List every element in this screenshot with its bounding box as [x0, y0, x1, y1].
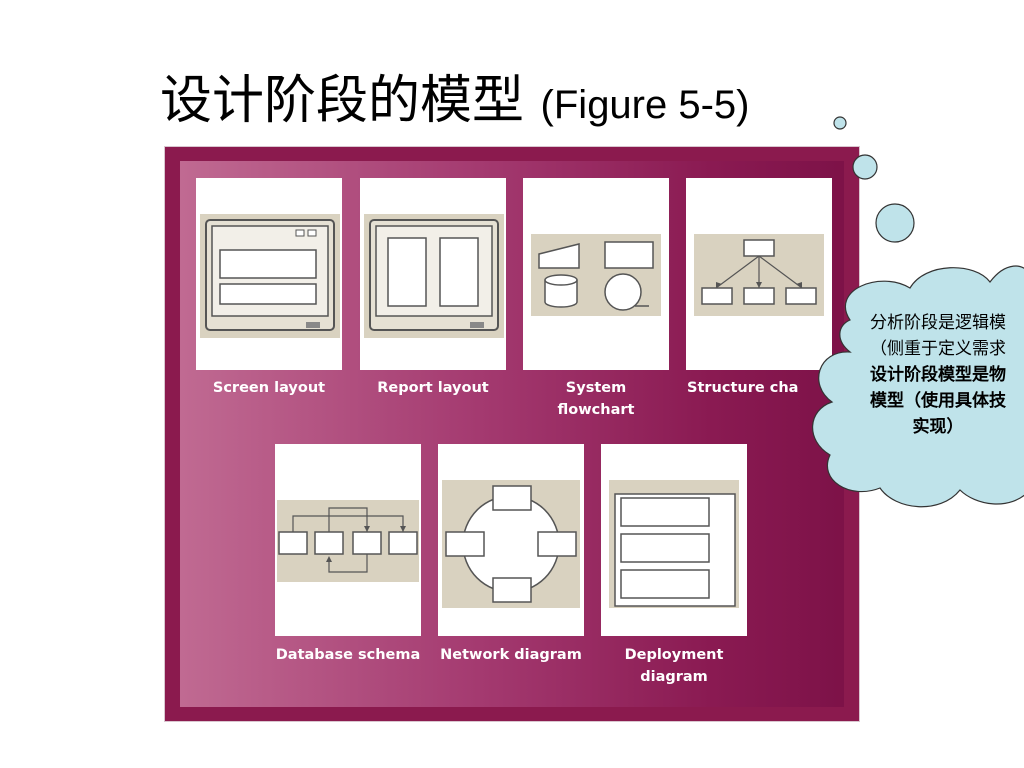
database-schema-card — [275, 444, 421, 636]
thought-bubble-cloud — [812, 265, 1024, 508]
thought-bubble-dot-small — [833, 116, 847, 130]
thought-bubble-dot-medium — [852, 154, 878, 180]
screen-layout-diagram — [200, 214, 340, 338]
database-schema-diagram — [277, 500, 419, 582]
callout-text: 分析阶段是逻辑模 （侧重于定义需求 设计阶段模型是物 模型（使用具体技 实现） — [848, 310, 1024, 440]
network-diagram-card — [438, 444, 584, 636]
card-label-system-flowchart: System flowchart — [557, 380, 635, 418]
card-label-report-layout: Report layout — [377, 380, 489, 396]
callout-line-4: 模型（使用具体技 — [870, 391, 1006, 411]
callout-line-5: 实现） — [912, 417, 964, 437]
network-diagram-diagram — [442, 480, 580, 608]
thought-bubble-dot-large — [875, 203, 915, 243]
card-label-network-diagram: Network diagram — [440, 647, 582, 663]
slide-title-cn: 设计阶段的模型 — [160, 71, 525, 131]
report-layout-card — [360, 178, 506, 370]
slide-title-en: (Figure 5-5) — [540, 83, 750, 127]
callout-line-2: （侧重于定义需求 — [870, 339, 1006, 359]
deployment-diagram-diagram — [609, 480, 739, 608]
structure-chart-card — [686, 178, 832, 370]
callout-text-clip: 分析阶段是逻辑模 （侧重于定义需求 设计阶段模型是物 模型（使用具体技 实现） — [800, 260, 1024, 500]
card-label-deployment-diagram: Deployment diagram — [624, 647, 724, 685]
card-label-database-schema: Database schema — [275, 647, 421, 663]
deployment-diagram-card — [601, 444, 747, 636]
callout-line-1: 分析阶段是逻辑模 — [870, 313, 1006, 333]
figure-panel: Screen layout Report layout System flowc… — [164, 146, 860, 722]
callout-line-3: 设计阶段模型是物 — [870, 365, 1006, 385]
system-flowchart-card — [523, 178, 669, 370]
structure-chart-diagram — [694, 234, 824, 316]
card-label-structure-chart: Structure cha — [687, 380, 799, 396]
system-flowchart-diagram — [531, 234, 661, 316]
report-layout-diagram — [364, 214, 504, 338]
screen-layout-card — [196, 178, 342, 370]
card-label-screen-layout: Screen layout — [212, 380, 326, 396]
slide-title: 设计阶段的模型 (Figure 5-5) — [160, 58, 750, 133]
